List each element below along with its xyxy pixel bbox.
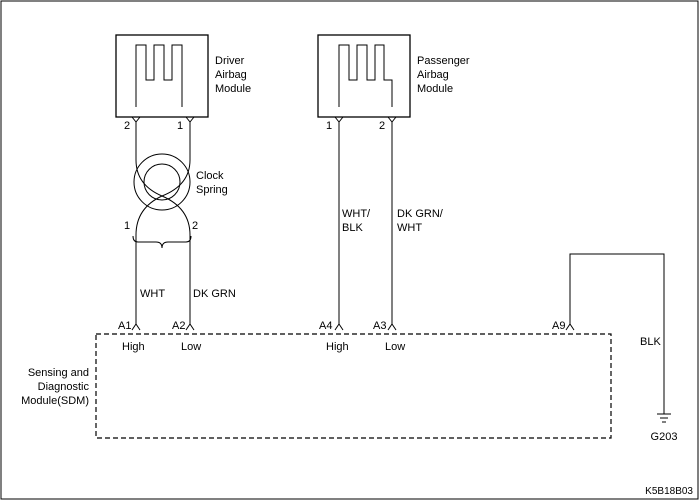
- sdm-pin-a4-signal: High: [326, 341, 349, 353]
- clock-spring-inner-coil: [143, 163, 181, 201]
- sdm-connectors: A1 High A2 Low A4 High A3 Low A9: [118, 320, 575, 353]
- clock-spring-outer-coil: [133, 153, 191, 211]
- clock-spring: Clock Spring 1 2: [124, 122, 228, 249]
- connector-chevron-icon: [387, 116, 397, 123]
- figure-code: K5B18B03: [645, 486, 693, 497]
- clock-spring-pin-left-label: 1: [124, 220, 130, 232]
- driver-label-line-1: Driver: [215, 55, 245, 67]
- driver-pin-left-label: 2: [124, 120, 130, 132]
- passenger-label-line-2: Airbag: [417, 69, 449, 81]
- ground-label: G203: [651, 431, 678, 443]
- passenger-squib-icon: [338, 44, 393, 107]
- driver-module-box: [115, 34, 209, 118]
- sdm-pin-a3-signal: Low: [385, 341, 405, 353]
- wire-ground-color: BLK: [640, 336, 661, 348]
- passenger-pin-right-label: 2: [379, 120, 385, 132]
- wire-a4-color-line-1: WHT/: [342, 208, 371, 220]
- sdm-pin-a3-id: A3: [373, 320, 386, 332]
- sdm-pin-a9-icon: [565, 323, 575, 331]
- sdm-pin-a2-id: A2: [172, 320, 185, 332]
- clock-spring-pin-right-label: 2: [192, 220, 198, 232]
- connector-chevron-icon: [334, 116, 344, 123]
- passenger-module-box: [317, 34, 411, 118]
- wire-a3-color-line-1: DK GRN/: [397, 208, 444, 220]
- sdm-pin-a1-icon: [131, 323, 141, 331]
- sdm-box: [95, 333, 612, 439]
- connector-chevron-icon: [131, 116, 141, 123]
- passenger-pin-left-label: 1: [326, 120, 332, 132]
- wire-a9-ground: [569, 253, 665, 414]
- sdm-label-line-1: Sensing and: [28, 367, 89, 379]
- sdm-module: Sensing and Diagnostic Module(SDM): [21, 333, 612, 439]
- sdm-pin-a1-id: A1: [118, 320, 131, 332]
- module-pin-connectors: [131, 116, 397, 123]
- wire-a2-color: DK GRN: [193, 288, 236, 300]
- sdm-pin-a3-icon: [387, 323, 397, 331]
- passenger-airbag-module: Passenger Airbag Module 1 2: [317, 34, 470, 132]
- sdm-label-line-2: Diagnostic: [38, 381, 90, 393]
- sdm-pin-a1-signal: High: [122, 341, 145, 353]
- sdm-pin-a4-icon: [334, 323, 344, 331]
- ground-g203: G203: [651, 413, 678, 443]
- sdm-pin-a2-signal: Low: [181, 341, 201, 353]
- passenger-label-line-3: Module: [417, 83, 453, 95]
- sdm-pin-a4-id: A4: [319, 320, 332, 332]
- driver-pin-right-label: 1: [177, 120, 183, 132]
- wire-a1-color: WHT: [140, 288, 165, 300]
- wire-runs: [135, 122, 665, 414]
- driver-airbag-module: Driver Airbag Module 2 1: [115, 34, 251, 132]
- driver-label-line-3: Module: [215, 83, 251, 95]
- driver-label-line-2: Airbag: [215, 69, 247, 81]
- clock-spring-label-line-2: Spring: [196, 184, 228, 196]
- clock-spring-wire-b: [135, 122, 191, 236]
- clock-spring-label-line-1: Clock: [196, 170, 224, 182]
- passenger-label-line-1: Passenger: [417, 55, 470, 67]
- wire-a3-color-line-2: WHT: [397, 222, 422, 234]
- wire-a4-color-line-2: BLK: [342, 222, 363, 234]
- sdm-pin-a9-id: A9: [552, 320, 565, 332]
- connector-chevron-icon: [185, 116, 195, 123]
- sdm-label-line-3: Module(SDM): [21, 395, 89, 407]
- driver-squib-icon: [135, 44, 183, 107]
- clock-spring-connector-bracket: [132, 235, 192, 249]
- sdm-pin-a2-icon: [185, 323, 195, 331]
